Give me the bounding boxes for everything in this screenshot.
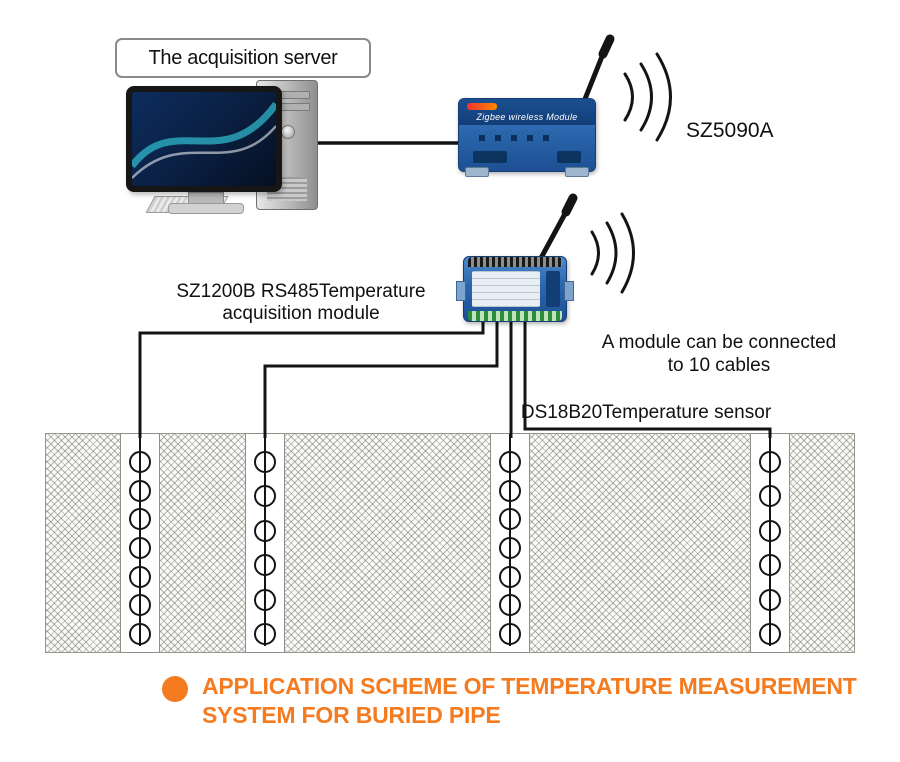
diagram-title-line1: APPLICATION SCHEME OF TEMPERATURE MEASUR… bbox=[202, 673, 857, 699]
sensor-cable-segment bbox=[264, 486, 266, 507]
sensor-cable-segment bbox=[139, 480, 141, 501]
sensor-cable-segment bbox=[139, 509, 141, 530]
terminal-block-bottom bbox=[468, 311, 562, 321]
module-label-line2: acquisition module bbox=[222, 303, 380, 324]
sensor-cable-segment bbox=[509, 595, 511, 616]
sensor-cable-segment bbox=[139, 595, 141, 616]
module-note-line2: to 10 cables bbox=[667, 355, 771, 376]
buried-pipe-4 bbox=[750, 433, 790, 653]
sensor-cable-segment bbox=[509, 538, 511, 558]
status-leds bbox=[479, 135, 549, 141]
module-capacity-note: A module can be connected to 10 cables bbox=[598, 331, 840, 377]
sensor-cable-segment bbox=[769, 555, 771, 576]
sensor-cable-segment bbox=[139, 566, 141, 587]
cable-to-pipe-2 bbox=[263, 318, 499, 438]
acquisition-server-label-box: The acquisition server bbox=[115, 38, 371, 78]
buried-pipe-2 bbox=[245, 433, 285, 653]
sensor-cable-segment bbox=[509, 566, 511, 587]
gateway-device-sz5090a: Zigbee wireless Module bbox=[458, 98, 596, 177]
gateway-antenna-tip bbox=[598, 34, 615, 59]
mounting-ear bbox=[564, 281, 574, 301]
sensor-cable-segment bbox=[264, 555, 266, 576]
serial-port bbox=[473, 151, 507, 163]
brand-logo-icon bbox=[467, 103, 497, 110]
cable-to-pipe-1 bbox=[138, 318, 485, 438]
mounting-flange bbox=[565, 167, 589, 177]
radio-wave-icon bbox=[623, 72, 634, 122]
mounting-flange bbox=[465, 167, 489, 177]
server-monitor bbox=[126, 86, 282, 192]
gateway-model-label: SZ5090A bbox=[686, 119, 774, 142]
screen-swoosh bbox=[132, 101, 276, 179]
terminal-block-top bbox=[468, 257, 562, 267]
module-note-line1: A module can be connected bbox=[601, 332, 837, 353]
radio-wave-icon bbox=[605, 221, 618, 285]
sensor-cable-segment bbox=[509, 480, 511, 501]
sensor-cable-segment bbox=[769, 624, 771, 644]
acquisition-server-label: The acquisition server bbox=[148, 46, 338, 69]
power-button-icon bbox=[281, 125, 295, 139]
radio-wave-icon bbox=[655, 52, 672, 142]
radio-wave-icon bbox=[639, 62, 653, 132]
sensor-cable-segment bbox=[139, 452, 141, 472]
bullet-icon bbox=[162, 676, 188, 702]
module-label: SZ1200B RS485Temperature acquisition mod… bbox=[172, 281, 430, 325]
monitor-base bbox=[168, 203, 244, 214]
radio-wave-icon bbox=[590, 230, 600, 276]
sensor-cable-segment bbox=[264, 452, 266, 472]
diagram-title-line2: SYSTEM FOR BURIED PIPE bbox=[202, 702, 501, 728]
ground-crosshatch bbox=[45, 433, 855, 653]
sensor-cable-segment bbox=[769, 486, 771, 507]
module-side-block bbox=[546, 271, 560, 307]
temperature-sensor-label: DS18B20Temperature sensor bbox=[520, 402, 772, 423]
radio-wave-icon bbox=[620, 212, 635, 294]
sensor-cable-segment bbox=[509, 509, 511, 530]
buried-pipe-3 bbox=[490, 433, 530, 653]
mounting-ear bbox=[456, 281, 466, 301]
power-port bbox=[557, 151, 581, 163]
diagram-title: APPLICATION SCHEME OF TEMPERATURE MEASUR… bbox=[202, 672, 862, 730]
sensor-cable-segment bbox=[264, 520, 266, 541]
module-antenna-tip bbox=[561, 193, 578, 217]
sensor-cable-segment bbox=[509, 452, 511, 472]
monitor-screen bbox=[132, 92, 276, 186]
sensor-cable-segment bbox=[139, 624, 141, 644]
gateway-panel-text: Zigbee wireless Module bbox=[476, 112, 578, 122]
sensor-cable-segment bbox=[264, 624, 266, 644]
sensor-cable-segment bbox=[769, 589, 771, 610]
module-label-line1: SZ1200B RS485Temperature bbox=[176, 281, 426, 302]
sensor-cable-segment bbox=[769, 452, 771, 472]
sensor-cable-segment bbox=[139, 538, 141, 558]
sensor-cable-segment bbox=[509, 624, 511, 644]
buried-pipe-1 bbox=[120, 433, 160, 653]
module-label-plate bbox=[472, 271, 540, 307]
module-antenna bbox=[538, 209, 569, 261]
acquisition-module-sz1200b bbox=[456, 256, 574, 322]
sensor-cable-segment bbox=[769, 520, 771, 541]
gateway-antenna bbox=[580, 51, 606, 107]
sensor-cable-segment bbox=[264, 589, 266, 610]
